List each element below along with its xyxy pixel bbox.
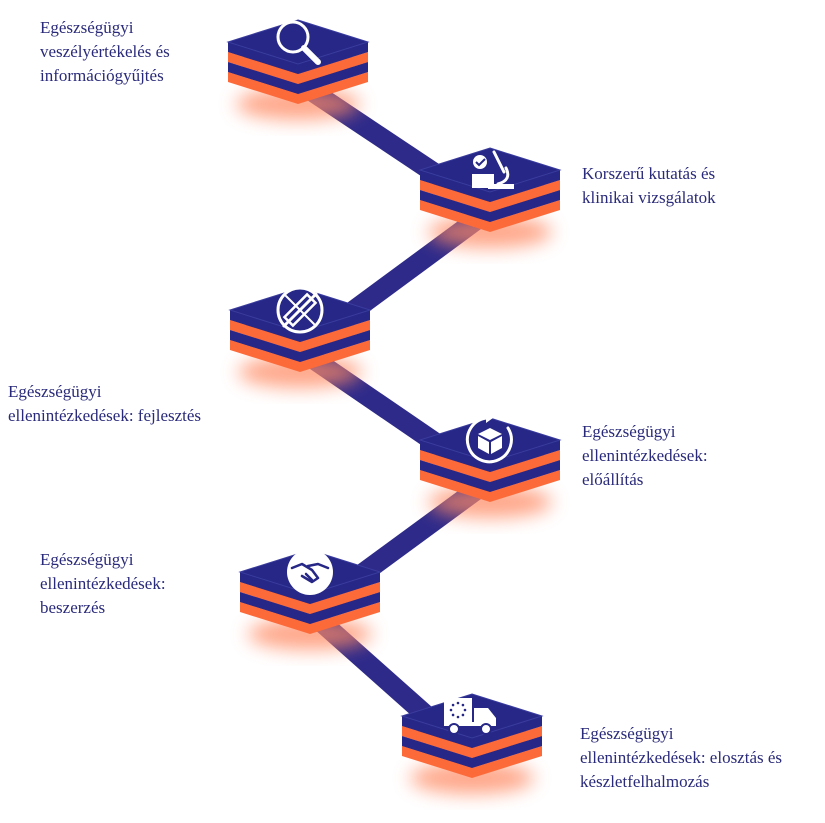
step-4-label-line: Egészségügyi [582,422,676,441]
step-2-tile [418,147,562,248]
step-6-label: Egészségügyi ellenintézkedések: elosztás… [580,722,782,794]
step-1-label: Egészségügyi veszélyértékelés és informá… [40,16,170,88]
microscope-icon [472,150,514,189]
truck-icon [444,698,496,735]
step-3-tile [228,286,372,388]
handshake-icon [287,549,333,595]
step-5-label-line: beszerzés [40,598,106,617]
step-1-label-line: veszélyértékelés és [40,42,170,61]
step-6-label-line: ellenintézkedések: elosztás és [580,748,783,767]
step-3-label-line: Egészségügyi [8,382,102,401]
step-5-tile [238,549,382,650]
box-cycle-icon [465,413,513,464]
syringe-icon [276,286,324,334]
step-3-label: Egészségügyi ellenintézkedések: fejleszt… [8,380,201,428]
step-6-label-line: készletfelhalmozás [580,772,710,791]
step-2-label-line: Korszerű kutatás és [582,164,716,183]
step-4-label: Egészségügyi ellenintézkedések: előállít… [582,420,708,492]
step-1-label-line: Egészségügyi [40,18,134,37]
step-4-label-line: előállítás [582,470,644,489]
step-4-tile [418,413,562,518]
step-5-label-line: ellenintézkedések: [40,574,166,593]
step-5-label: Egészségügyi ellenintézkedések: beszerzé… [40,548,166,620]
step-3-label-line: ellenintézkedések: fejlesztés [8,406,202,425]
step-1-label-line: információgyűjtés [40,66,164,85]
step-2-label: Korszerű kutatás és klinikai vizsgálatok [582,162,716,210]
step-2-label-line: klinikai vizsgálatok [582,188,716,207]
magnifier-icon [276,20,321,65]
tiles [226,19,562,794]
step-4-label-line: ellenintézkedések: [582,446,708,465]
step-6-label-line: Egészségügyi [580,724,674,743]
step-5-label-line: Egészségügyi [40,550,134,569]
step-6-tile [400,693,544,794]
step-1-tile [226,19,370,120]
